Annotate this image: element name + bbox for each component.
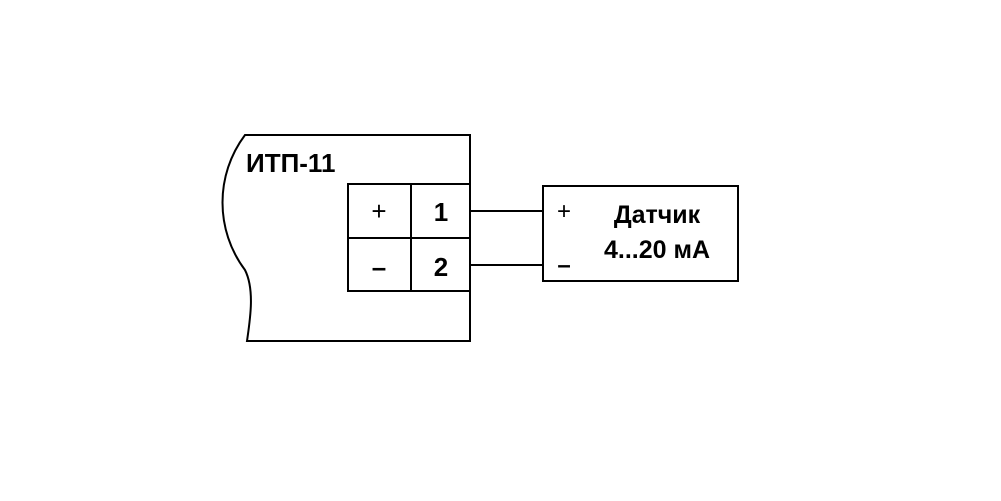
device-body-outline [221, 134, 471, 342]
terminal-1-polarity: + [371, 196, 386, 226]
terminal-1-number: 1 [434, 197, 448, 227]
sensor-box [542, 185, 739, 282]
terminal-2-number: 2 [434, 252, 448, 282]
device-name: ИТП-11 [246, 148, 335, 178]
terminal-block: + 1 – 2 [347, 183, 471, 292]
sensor-minus: – [557, 252, 570, 279]
sensor-plus: + [557, 198, 571, 225]
sensor-name: Датчик [614, 201, 701, 229]
terminal-2-polarity: – [372, 252, 386, 282]
sensor: + – Датчик 4...20 мА [542, 185, 739, 282]
sensor-range: 4...20 мА [604, 236, 710, 264]
